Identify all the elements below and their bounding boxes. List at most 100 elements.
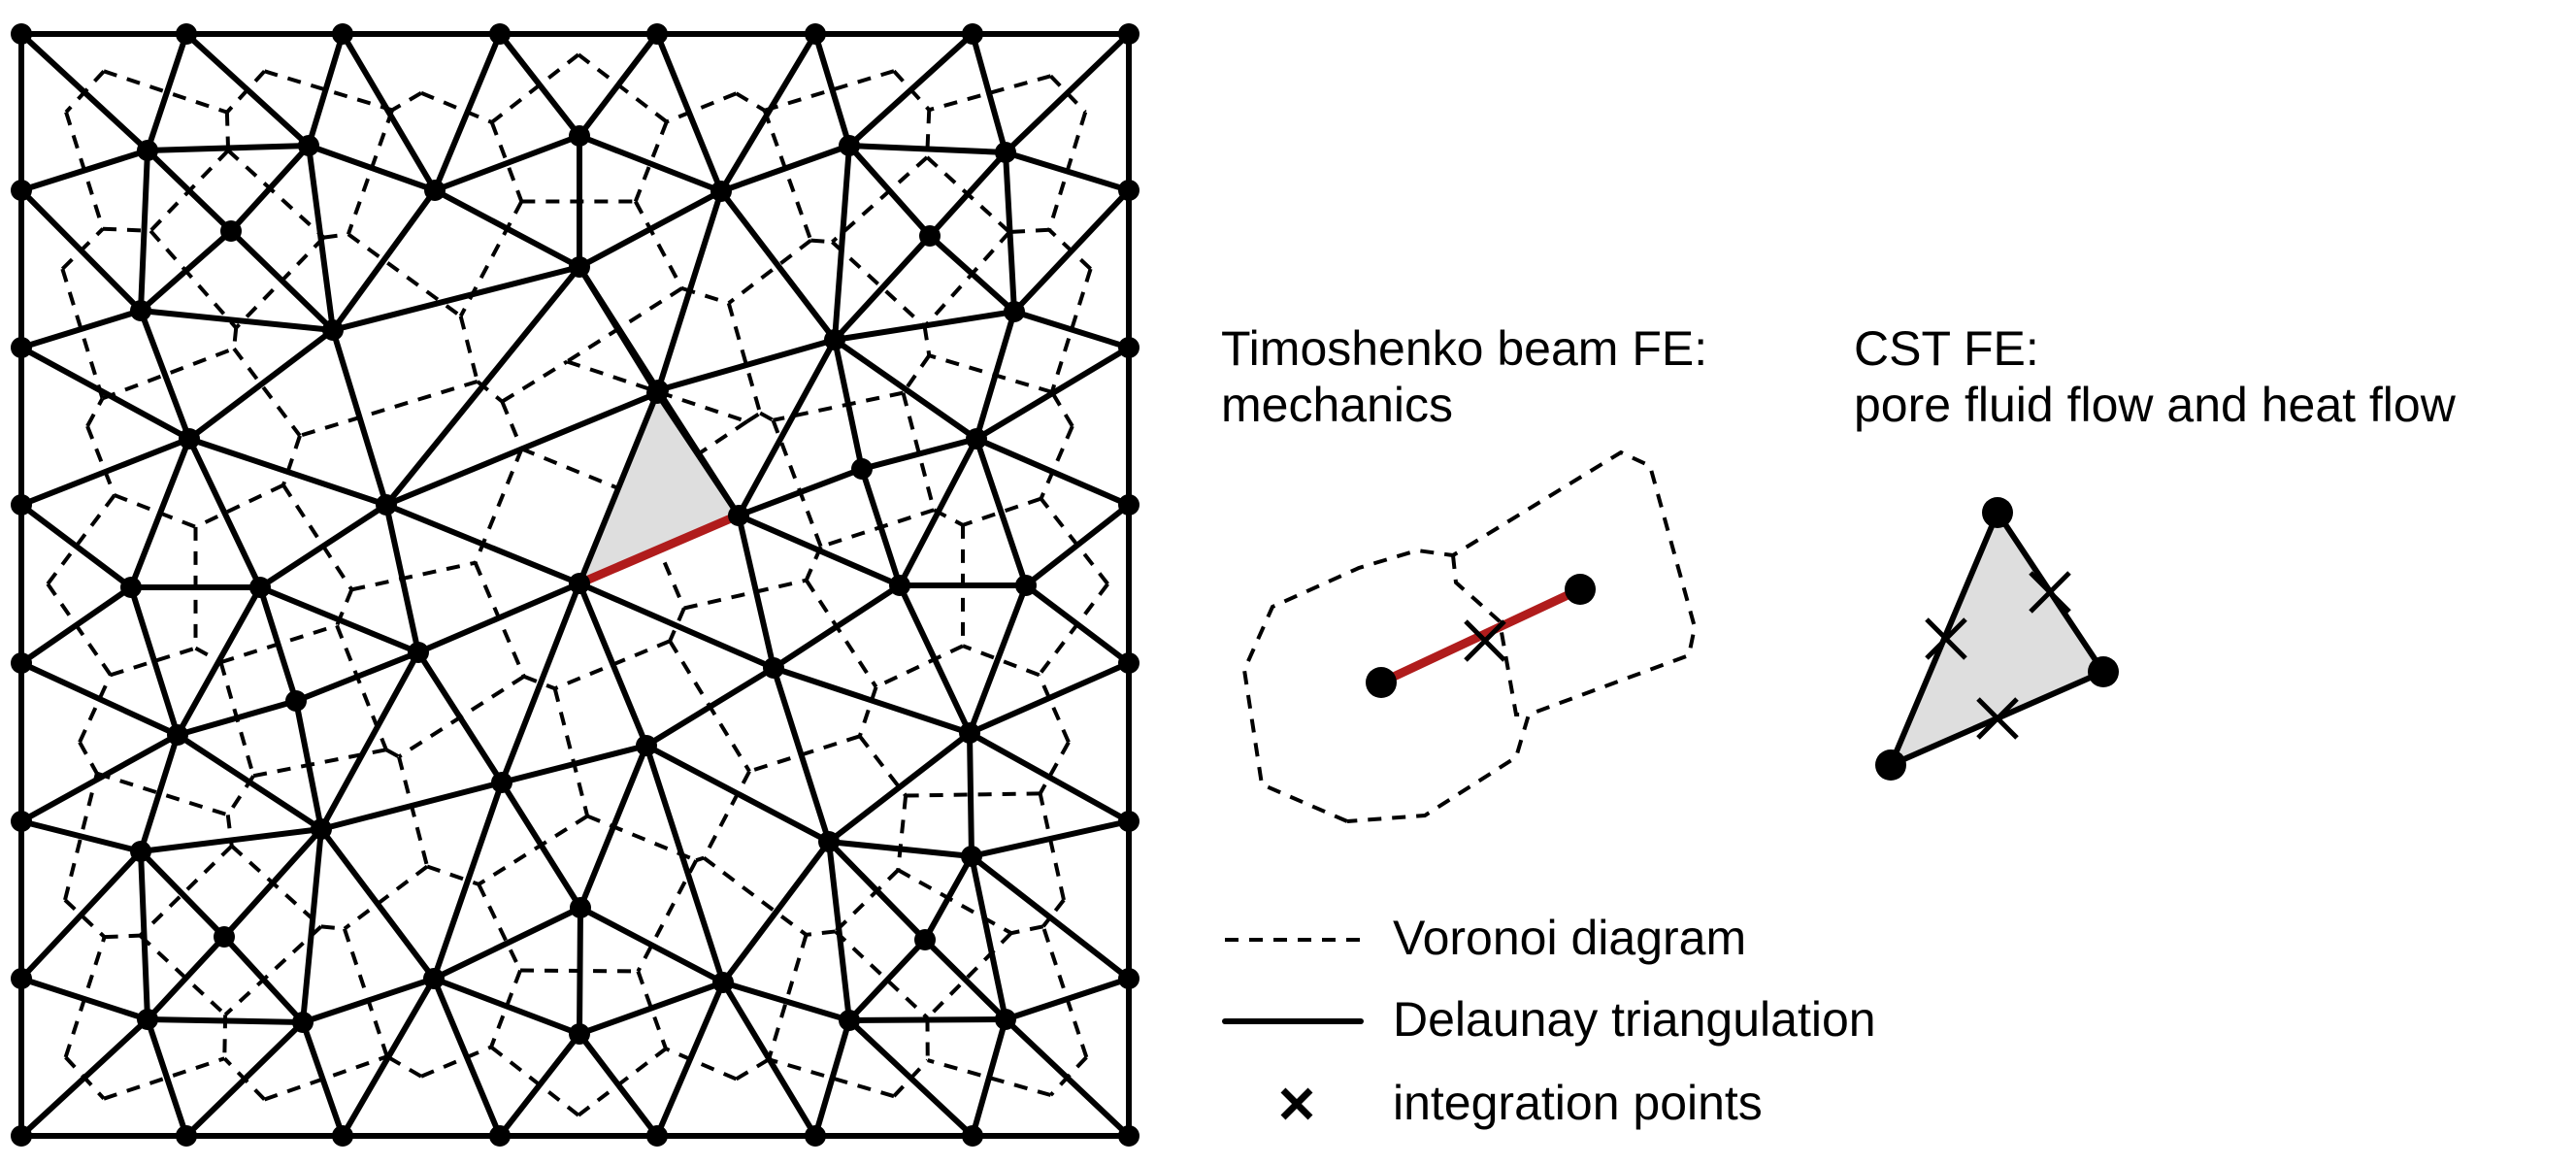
mesh-node <box>292 1012 314 1033</box>
delaunay-edge <box>186 436 389 508</box>
delaunay-edge <box>431 905 583 982</box>
voronoi-edge <box>252 748 387 779</box>
mesh-node <box>569 256 590 278</box>
mesh-node <box>332 23 353 45</box>
delaunay-edge <box>577 980 726 1037</box>
delaunay-edge <box>293 698 324 832</box>
delaunay-edge <box>974 309 1017 442</box>
voronoi-edge <box>831 240 927 328</box>
delaunay-edge <box>720 980 818 1139</box>
delaunay-edge <box>18 660 181 738</box>
delaunay-edge <box>967 660 1132 736</box>
mesh-node <box>959 722 980 744</box>
delaunay-edge <box>577 581 649 749</box>
mesh-node <box>1118 968 1139 989</box>
mesh-node <box>311 818 332 840</box>
voronoi-edge <box>1039 425 1074 500</box>
mesh-node <box>220 220 242 242</box>
shaded-triangle <box>579 393 738 583</box>
voronoi-edge <box>223 924 323 1016</box>
delaunay-edge <box>415 649 505 785</box>
voronoi-edge <box>897 868 1012 935</box>
mesh-node <box>1118 23 1139 45</box>
legend-delaunay-label: Delaunay triangulation <box>1393 992 1876 1047</box>
delaunay-edge <box>145 143 312 153</box>
delaunay-edge <box>138 849 227 940</box>
voronoi-edge <box>925 110 932 158</box>
mesh-node <box>424 180 446 201</box>
mesh-node <box>1004 301 1025 322</box>
delaunay-edge <box>1003 150 1017 315</box>
beam-title-line1: Timoshenko beam FE: <box>1221 321 1708 376</box>
mesh-node <box>995 1009 1016 1030</box>
mesh-node <box>11 652 32 674</box>
delaunay-edge <box>499 743 649 785</box>
voronoi-edge <box>397 755 430 867</box>
voronoi-edge <box>1038 741 1071 795</box>
delaunay-edge <box>577 31 660 139</box>
voronoi-edge <box>922 326 932 356</box>
delaunay-edge <box>318 780 505 832</box>
delaunay-edge <box>18 732 181 824</box>
delaunay-edge <box>432 133 582 193</box>
delaunay-edge <box>145 934 227 1022</box>
delaunay-edge <box>183 31 312 149</box>
delaunay-edge <box>897 436 979 588</box>
delaunay-edge <box>18 1016 150 1139</box>
voronoi-edge <box>577 52 669 124</box>
mesh-node <box>1118 811 1139 832</box>
voronoi-edge <box>299 380 479 438</box>
voronoi-edge <box>1039 497 1109 585</box>
voronoi-edge <box>420 1045 492 1079</box>
mesh-node <box>805 23 826 45</box>
voronoi-edge <box>230 844 323 928</box>
delaunay-edge <box>186 327 336 442</box>
voronoi-edge <box>727 239 812 305</box>
delaunay-edge <box>577 188 724 270</box>
mesh-node <box>646 23 668 45</box>
delaunay-edge <box>974 345 1132 442</box>
delaunay-edge <box>431 780 505 982</box>
mesh-node <box>167 724 188 746</box>
delaunay-edge <box>826 730 973 845</box>
delaunay-edge <box>306 143 336 333</box>
voronoi-edge <box>768 1057 895 1099</box>
mesh-node <box>11 811 32 832</box>
delaunay-edge <box>718 143 852 194</box>
cst-node-right <box>2088 656 2119 687</box>
voronoi-edge <box>46 493 116 585</box>
voronoi-edge <box>194 646 222 664</box>
mesh-node <box>1118 180 1139 201</box>
cst-title: CST FE: pore fluid flow and heat flow <box>1854 320 2456 433</box>
voronoi-edge <box>745 411 762 423</box>
delaunay-edge <box>186 436 263 590</box>
mesh-node <box>176 1125 197 1147</box>
delaunay-edge <box>138 732 181 854</box>
delaunay-edge <box>967 730 1132 824</box>
delaunay-edge <box>432 187 582 270</box>
delaunay-edge <box>577 581 776 671</box>
voronoi-edge <box>928 74 1052 113</box>
delaunay-edge <box>846 143 1008 155</box>
mesh-node <box>408 642 429 663</box>
mesh-node <box>569 573 590 594</box>
mesh-node <box>1118 494 1139 516</box>
voronoi-edge <box>896 795 908 871</box>
delaunay-edge <box>128 584 181 738</box>
voronoi-edge <box>634 200 684 289</box>
mesh-node <box>839 1010 860 1031</box>
delaunay-edge <box>431 976 582 1037</box>
beam-layer <box>575 511 743 588</box>
delaunay-edge <box>654 31 724 194</box>
beam-node-left <box>1366 667 1397 698</box>
voronoi-edge <box>320 924 346 931</box>
delaunay-edge <box>974 436 1132 508</box>
delaunay-edge <box>846 143 933 239</box>
delaunay-edge <box>927 150 1008 239</box>
delaunay-edge <box>300 976 437 1025</box>
voronoi-edge <box>665 1047 738 1082</box>
delaunay-edge <box>383 502 421 655</box>
mesh-node <box>712 972 734 993</box>
